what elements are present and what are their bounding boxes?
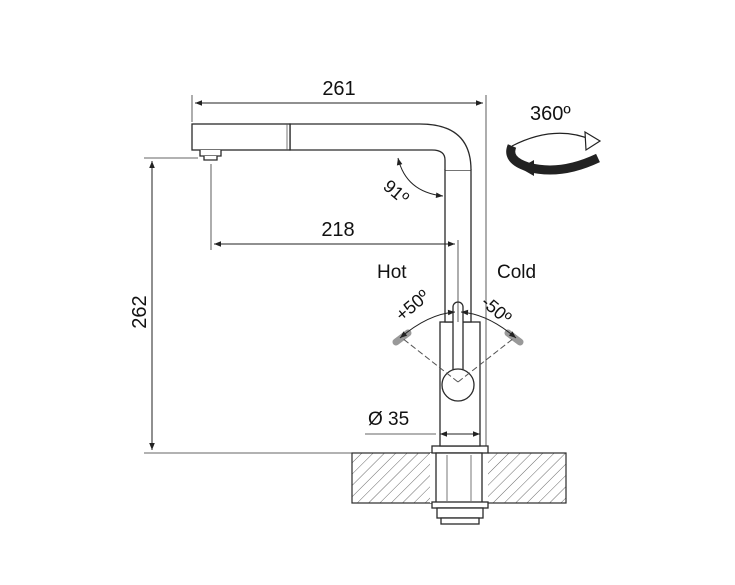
rotation-360-icon: 360º bbox=[506, 103, 602, 176]
faucet-body bbox=[191, 123, 481, 447]
rotation-label: 360º bbox=[530, 103, 571, 125]
diameter-label: Ø 35 bbox=[368, 409, 409, 430]
mounting-shank bbox=[431, 445, 489, 525]
cold-label: Cold bbox=[497, 262, 536, 283]
dimension-reach-218: 218 bbox=[210, 164, 459, 300]
angle-spout-91: 91º bbox=[379, 157, 444, 209]
height-label: 262 bbox=[129, 295, 151, 328]
spout-angle-label: 91º bbox=[379, 176, 413, 209]
hot-angle-label: +50º bbox=[392, 286, 434, 325]
dimension-width-261: 261 bbox=[191, 78, 487, 446]
width-label: 261 bbox=[322, 78, 355, 100]
hot-label: Hot bbox=[377, 262, 407, 283]
dimension-diameter-35: Ø 35 bbox=[365, 409, 480, 437]
dimension-height-262: 262 bbox=[129, 157, 352, 454]
reach-label: 218 bbox=[321, 219, 354, 241]
cold-angle-label: -50º bbox=[477, 292, 515, 329]
